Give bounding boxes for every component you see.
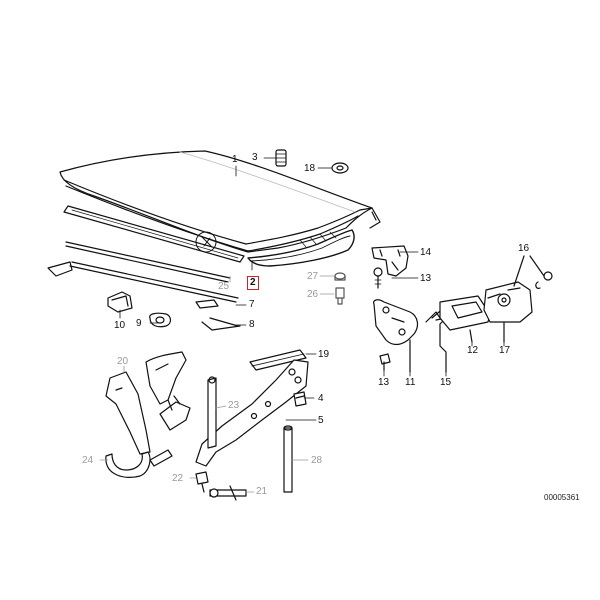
callout-23: 23 [228, 400, 240, 411]
callout-27: 27 [307, 271, 319, 282]
callout-9: 9 [136, 318, 142, 329]
housing-bolt [513, 255, 553, 289]
rubber-bumper [275, 149, 287, 167]
callout-8: 8 [249, 319, 255, 330]
callout-1: 1 [232, 154, 238, 165]
callout-15: 15 [440, 377, 452, 388]
callout-3: 3 [252, 152, 258, 163]
callout-17: 17 [499, 345, 511, 356]
drawing-code: 00005361 [544, 493, 580, 502]
callout-13-upper: 13 [420, 273, 432, 284]
grommet [331, 162, 349, 174]
retainer-clip [107, 291, 133, 313]
lid-lock [373, 299, 419, 373]
callout-10: 10 [114, 320, 126, 331]
callout-24: 24 [82, 455, 94, 466]
callout-7: 7 [249, 299, 255, 310]
callout-18: 18 [304, 163, 316, 174]
callout-20: 20 [117, 356, 129, 367]
callout-12: 12 [467, 345, 479, 356]
striker-plate [439, 295, 491, 343]
callout-28: 28 [311, 455, 323, 466]
striker-bracket [371, 245, 409, 277]
lid-seal-strip [247, 229, 355, 267]
leader-lines [99, 157, 505, 493]
callout-16: 16 [518, 243, 530, 254]
callout-26: 26 [307, 289, 319, 300]
spacer-clip [149, 312, 172, 328]
callout-21: 21 [256, 486, 268, 497]
lock-screw [379, 353, 391, 371]
lock-housing [483, 281, 533, 343]
callout-25: 25 [218, 281, 230, 292]
callout-4: 4 [318, 393, 324, 404]
trim-strips [47, 205, 245, 331]
callout-2-highlighted: 2 [247, 276, 259, 290]
bracket-screw [373, 267, 383, 289]
callout-14: 14 [420, 247, 432, 258]
hinge-assembly [105, 349, 309, 501]
nut-and-bolt [334, 272, 346, 305]
callout-5: 5 [318, 415, 324, 426]
callout-13-lower: 13 [378, 377, 390, 388]
callout-11: 11 [405, 377, 416, 388]
callout-22: 22 [172, 473, 184, 484]
callout-19: 19 [318, 349, 330, 360]
